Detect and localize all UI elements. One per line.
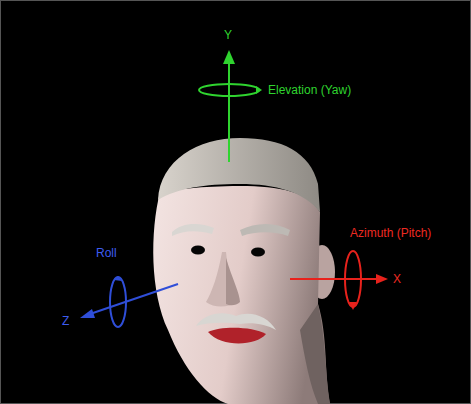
arrowhead (349, 302, 357, 310)
y-axis (228, 62, 230, 162)
rotation-ring (110, 277, 126, 327)
axis-label: Z (62, 314, 69, 328)
mustache (196, 313, 276, 330)
arrowhead (256, 86, 262, 94)
rotation-label: Elevation (Yaw) (268, 83, 351, 97)
neck-shadow (300, 304, 330, 404)
arrowhead (114, 276, 122, 281)
rotation-label: Roll (96, 246, 117, 260)
rotation-ring (199, 84, 259, 96)
eye (191, 246, 205, 255)
nose-shadow (226, 258, 240, 305)
rotation-ring (345, 251, 361, 307)
lips (208, 328, 266, 344)
z-axis (90, 284, 178, 314)
arrowhead (223, 50, 235, 64)
x-axis (290, 278, 378, 280)
axis-label: X (393, 272, 401, 286)
face (153, 186, 330, 404)
arrowhead (80, 309, 95, 318)
eyebrow (172, 224, 214, 236)
eye (251, 248, 265, 257)
rotation-label: Azimuth (Pitch) (350, 226, 431, 240)
eyebrow (240, 224, 290, 236)
arrowhead (376, 274, 388, 284)
axis-label: Y (224, 28, 232, 42)
hair (158, 138, 320, 212)
